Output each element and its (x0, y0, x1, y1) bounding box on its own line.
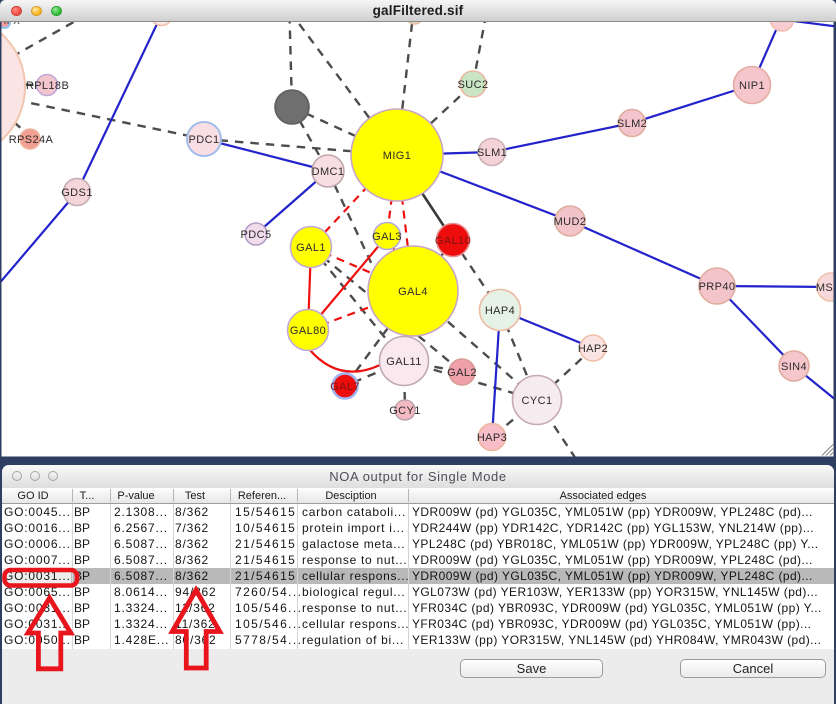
svg-text:GCY1: GCY1 (389, 405, 421, 417)
svg-text:GAL10: GAL10 (435, 235, 471, 247)
svg-text:GAL80: GAL80 (290, 325, 326, 337)
svg-text:SLM1: SLM1 (477, 147, 507, 159)
svg-text:SUC2: SUC2 (458, 79, 489, 91)
svg-text:GAL3: GAL3 (372, 231, 402, 243)
svg-text:PDC5: PDC5 (241, 229, 272, 241)
svg-text:SIN4: SIN4 (781, 361, 807, 373)
svg-text:GAL7: GAL7 (330, 381, 360, 393)
svg-text:MIG1: MIG1 (383, 150, 412, 162)
svg-text:SLM2: SLM2 (617, 118, 647, 130)
svg-text:HAP4: HAP4 (485, 305, 515, 317)
svg-text:MSL1: MSL1 (816, 282, 836, 294)
svg-text:IFX: IFX (4, 16, 21, 27)
svg-text:GAL11: GAL11 (386, 356, 421, 368)
svg-text:RPL18B: RPL18B (26, 80, 69, 92)
svg-text:HAP3: HAP3 (477, 432, 507, 444)
svg-text:HAP2: HAP2 (578, 343, 608, 355)
svg-text:PDC1: PDC1 (189, 134, 220, 146)
svg-text:DMC1: DMC1 (312, 166, 345, 178)
svg-text:MUD2: MUD2 (554, 216, 587, 228)
svg-text:GAL4: GAL4 (398, 286, 428, 298)
svg-text:NIP1: NIP1 (739, 80, 765, 92)
svg-text:GDS1: GDS1 (61, 187, 93, 199)
svg-text:RPS24A: RPS24A (9, 134, 54, 146)
svg-text:CYC1: CYC1 (522, 395, 553, 407)
svg-text:GAL2: GAL2 (447, 367, 477, 379)
svg-text:PRP40: PRP40 (699, 281, 736, 293)
svg-text:GAL1: GAL1 (296, 242, 326, 254)
